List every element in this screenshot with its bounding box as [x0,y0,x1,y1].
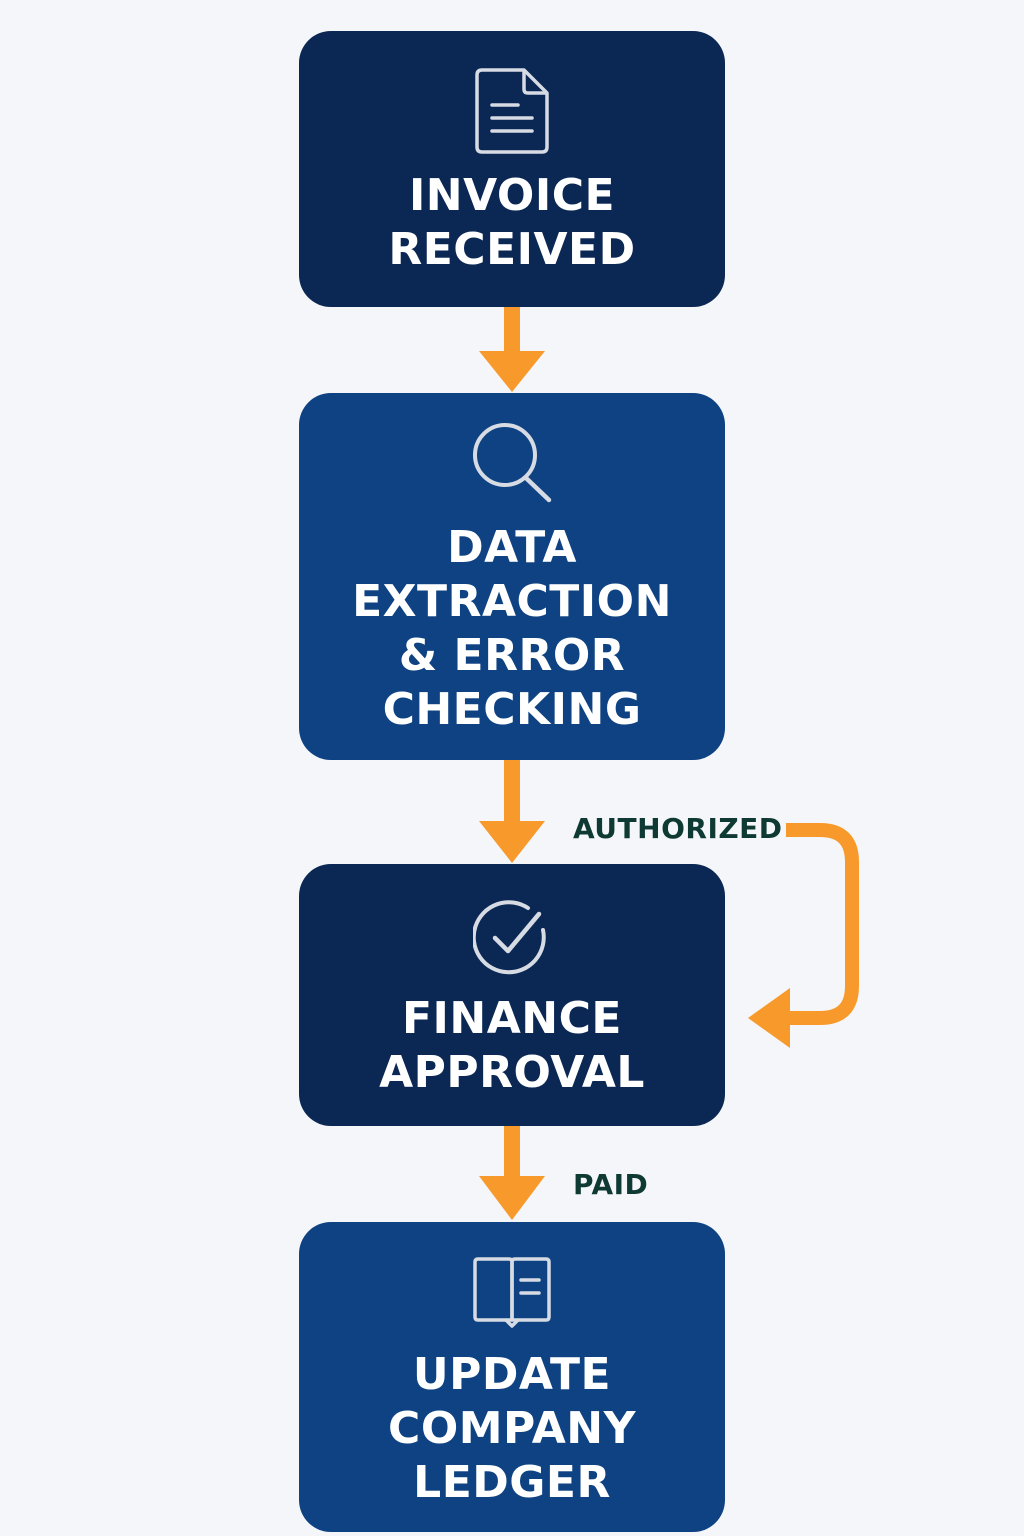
step-label: INVOICE RECEIVED [388,170,636,275]
edge-label-authorized: AUTHORIZED [573,812,783,845]
step-label: FINANCE APPROVAL [379,993,645,1098]
arrow-authorized-loop [748,823,859,1048]
arrow-invoice-to-extraction [479,307,545,392]
checkmark-circle-icon [473,900,546,975]
document-icon [475,68,549,154]
arrow-extraction-to-approval [479,760,545,863]
step-label: UPDATE COMPANY LEDGER [388,1349,636,1508]
step-finance-approval: FINANCE APPROVAL [299,864,725,1126]
arrow-approval-to-ledger [479,1126,545,1220]
ledger-book-icon [473,1257,551,1328]
step-invoice-received: INVOICE RECEIVED [299,31,725,307]
magnifier-icon [473,423,552,503]
step-update-ledger: UPDATE COMPANY LEDGER [299,1222,725,1532]
step-label: DATA EXTRACTION & ERROR CHECKING [352,522,672,735]
edge-label-paid: PAID [573,1168,649,1201]
step-data-extraction: DATA EXTRACTION & ERROR CHECKING [299,393,725,760]
